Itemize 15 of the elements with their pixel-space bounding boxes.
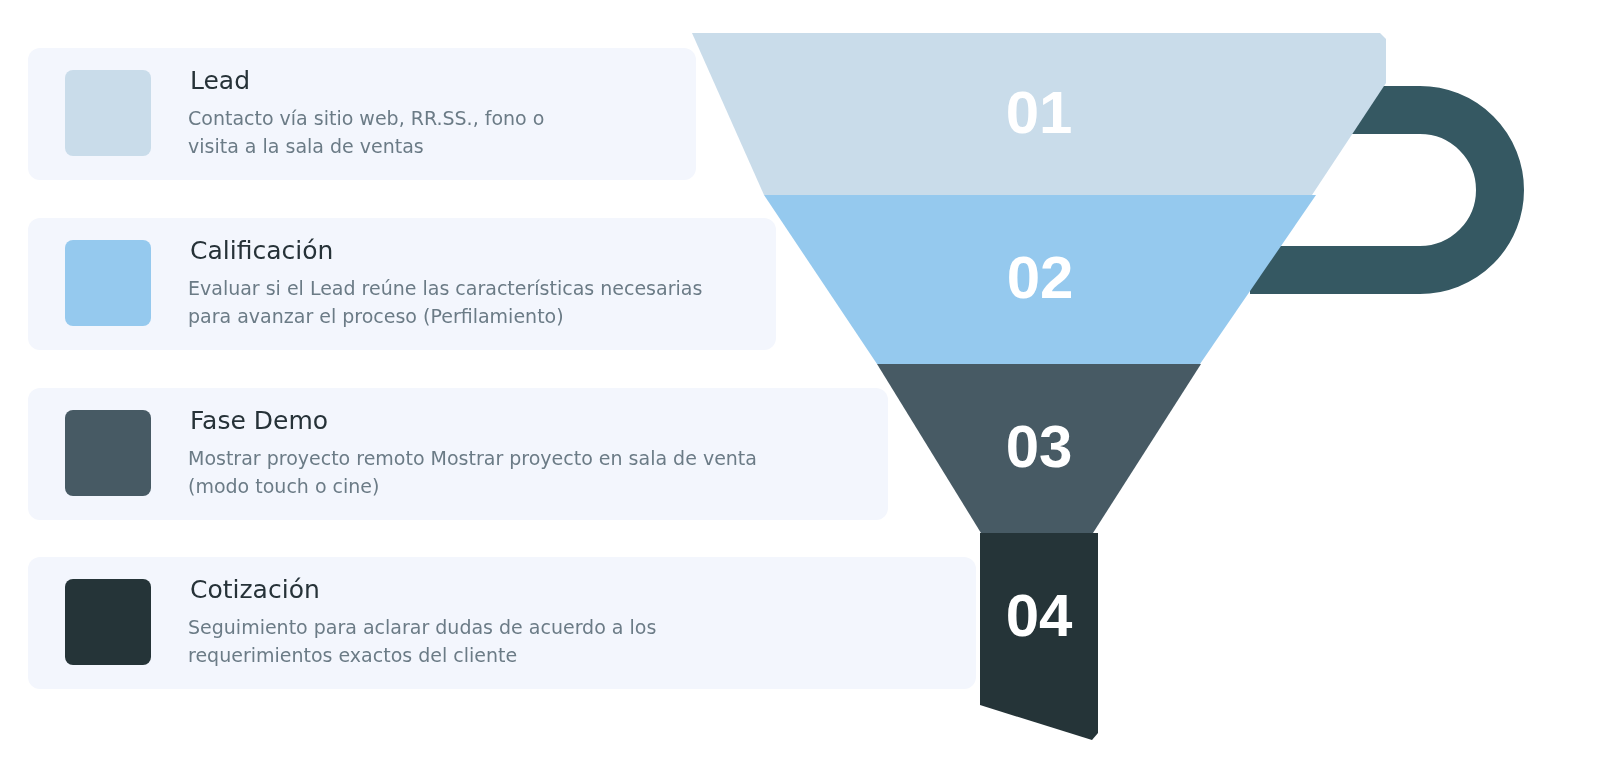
stage-title: Fase Demo	[190, 406, 329, 435]
stage-description: Contacto vía sitio web, RR.SS., fono o visita a la sala de ventas	[188, 106, 546, 159]
stage-title: Calificación	[190, 236, 334, 265]
stage-description: Evaluar si el Lead reúne las características necesarias para avanzar el proceso (Perfilamiento)	[188, 276, 704, 329]
stage-card	[28, 388, 888, 520]
stage-card	[28, 48, 696, 180]
stage-card	[28, 557, 976, 689]
stage-number: 04	[1004, 581, 1074, 650]
stage-description: Mostrar proyecto remoto Mostrar proyecto en sala de venta (modo touch o cine)	[188, 446, 758, 499]
stage-number: 02	[1005, 243, 1075, 312]
stage-description: Seguimiento para aclarar dudas de acuerdo a los requerimientos exactos del cliente	[188, 615, 658, 668]
stage-title: Cotización	[190, 575, 320, 604]
stage-title: Lead	[190, 66, 251, 95]
stage-number: 03	[1004, 412, 1074, 481]
stage-card	[28, 218, 776, 350]
